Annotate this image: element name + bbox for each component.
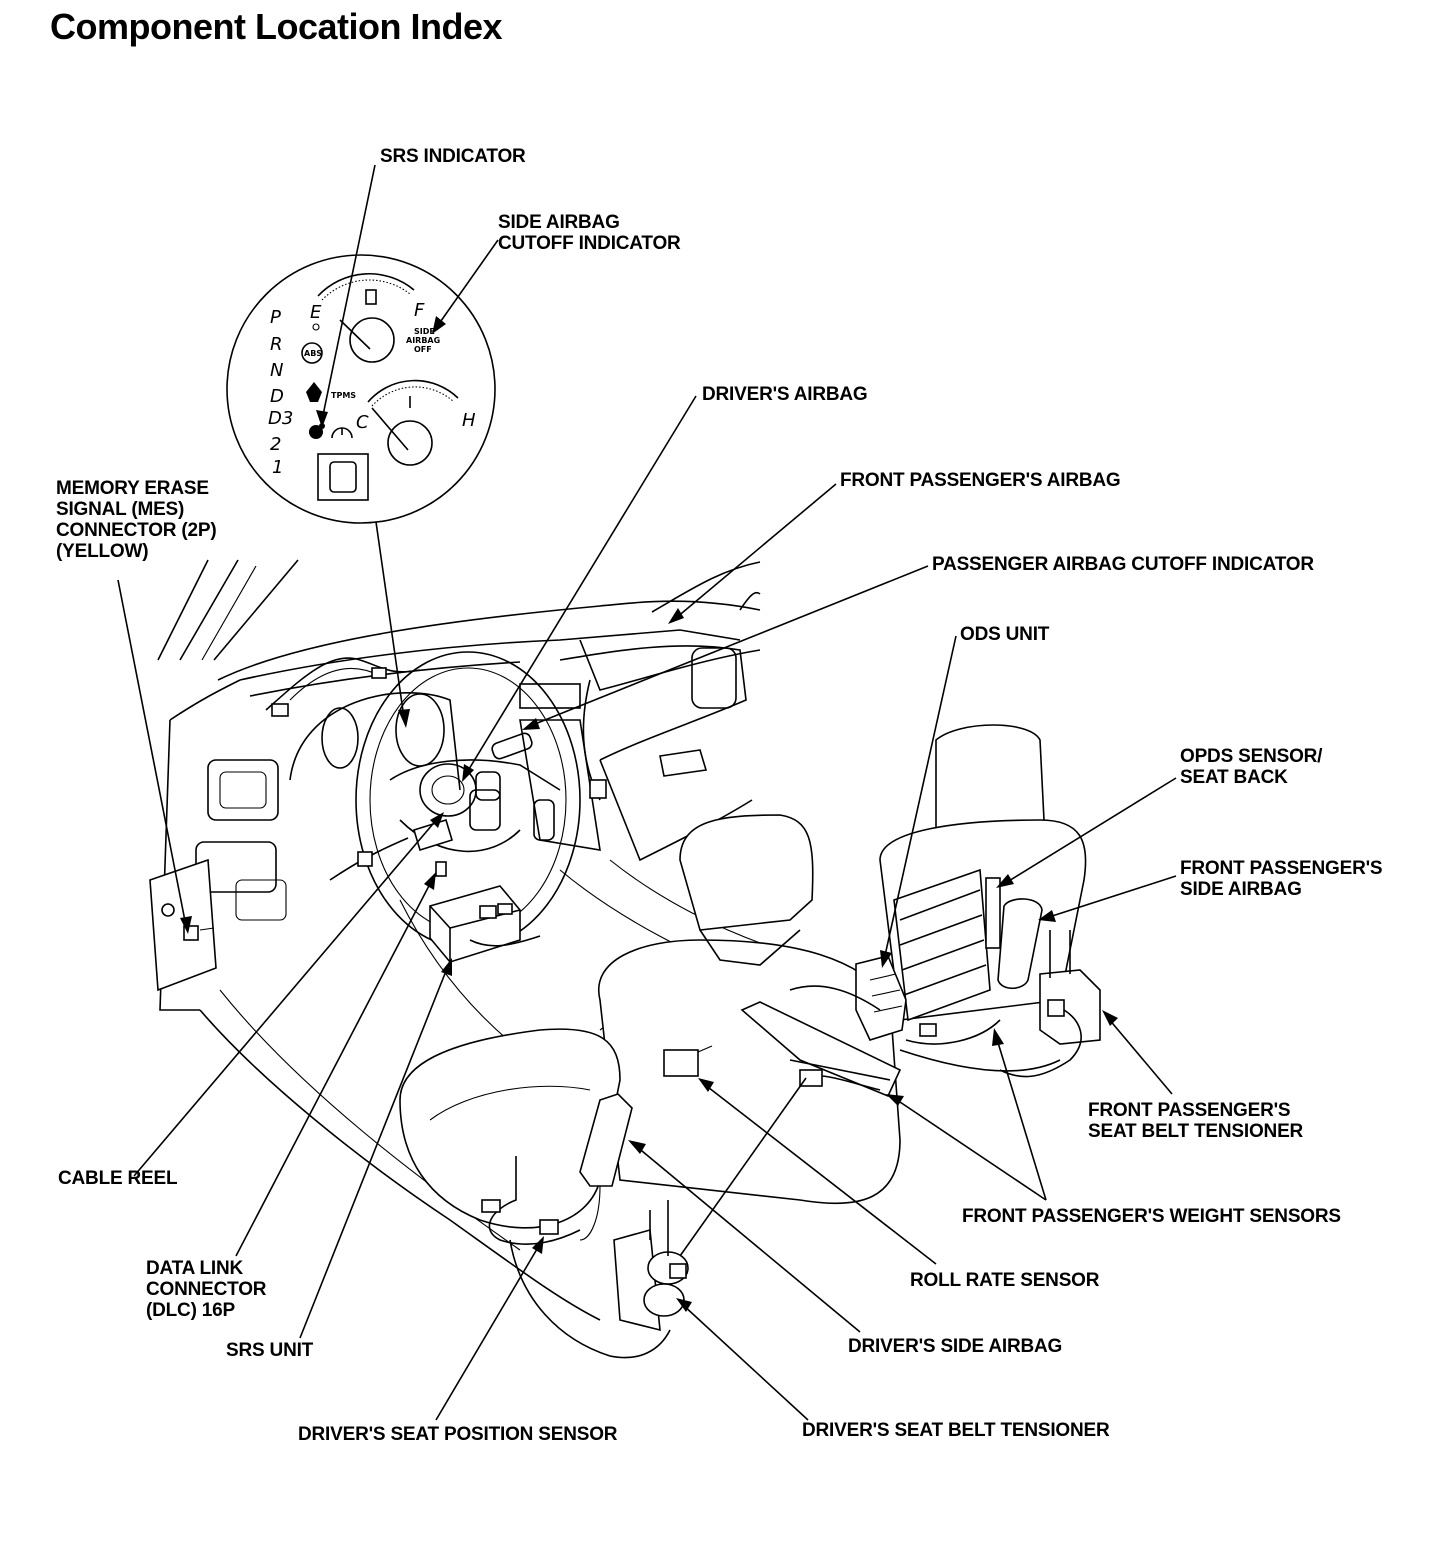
label-front-passengers-weight-sensors: FRONT PASSENGER'S WEIGHT SENSORS: [962, 1206, 1341, 1227]
srs-unit-box: [429, 861, 541, 963]
gauge-off-text: OFF: [414, 345, 432, 354]
dashboard-illustration: [157, 559, 781, 1321]
label-side-airbag-cutoff-indicator: SIDE AIRBAG CUTOFF INDICATOR: [498, 212, 681, 254]
label-front-passengers-seat-belt-tensioner: FRONT PASSENGER'S SEAT BELT TENSIONER: [1088, 1100, 1304, 1142]
gear-2: 2: [270, 434, 281, 455]
leader-lines: [117, 164, 1177, 1421]
page-title: Component Location Index: [50, 6, 503, 47]
label-drivers-side-airbag: DRIVER'S SIDE AIRBAG: [848, 1336, 1063, 1357]
label-ods-unit: ODS UNIT: [960, 624, 1050, 645]
gear-r: R: [270, 334, 283, 355]
drivers-seat: [399, 814, 901, 1359]
label-drivers-seat-position-sensor: DRIVER'S SEAT POSITION SENSOR: [298, 1424, 618, 1445]
label-cable-reel: CABLE REEL: [58, 1168, 178, 1189]
label-front-passengers-airbag: FRONT PASSENGER'S AIRBAG: [840, 470, 1121, 491]
passenger-seat: [740, 724, 1101, 1098]
label-srs-unit: SRS UNIT: [226, 1340, 314, 1361]
gear-p: P: [270, 307, 281, 328]
temp-hot-label: H: [462, 410, 476, 431]
mes-connector-bracket: [149, 858, 217, 992]
label-data-link-connector: DATA LINK CONNECTOR (DLC) 16P: [146, 1258, 267, 1321]
label-drivers-airbag: DRIVER'S AIRBAG: [702, 384, 868, 405]
label-mes-connector: MEMORY ERASE SIGNAL (MES) CONNECTOR (2P)…: [56, 478, 217, 562]
gear-d: D: [270, 386, 284, 407]
label-roll-rate-sensor: ROLL RATE SENSOR: [910, 1270, 1100, 1291]
fuel-full-label: F: [414, 300, 425, 321]
label-front-passengers-side-airbag: FRONT PASSENGER'S SIDE AIRBAG: [1180, 858, 1383, 900]
tpms-text: TPMS: [331, 391, 356, 400]
label-srs-indicator: SRS INDICATOR: [380, 146, 526, 167]
gear-n: N: [270, 360, 283, 381]
instrument-cluster-inset: E F SIDE AIRBAG OFF ABS P R N D D3 2 1 T…: [226, 254, 496, 524]
temp-cold-label: C: [356, 412, 369, 433]
gauge-airbag-text: AIRBAG: [406, 336, 440, 345]
abs-symbol: ABS: [304, 349, 322, 358]
gear-d3: D3: [268, 408, 293, 429]
fuel-empty-label: E: [310, 302, 322, 323]
label-passenger-airbag-cutoff-indicator: PASSENGER AIRBAG CUTOFF INDICATOR: [932, 554, 1314, 575]
gauge-side-text: SIDE: [414, 327, 435, 336]
label-opds-sensor-seat-back: OPDS SENSOR/ SEAT BACK: [1180, 746, 1323, 788]
gear-1: 1: [272, 457, 283, 478]
label-drivers-seat-belt-tensioner: DRIVER'S SEAT BELT TENSIONER: [802, 1420, 1110, 1441]
